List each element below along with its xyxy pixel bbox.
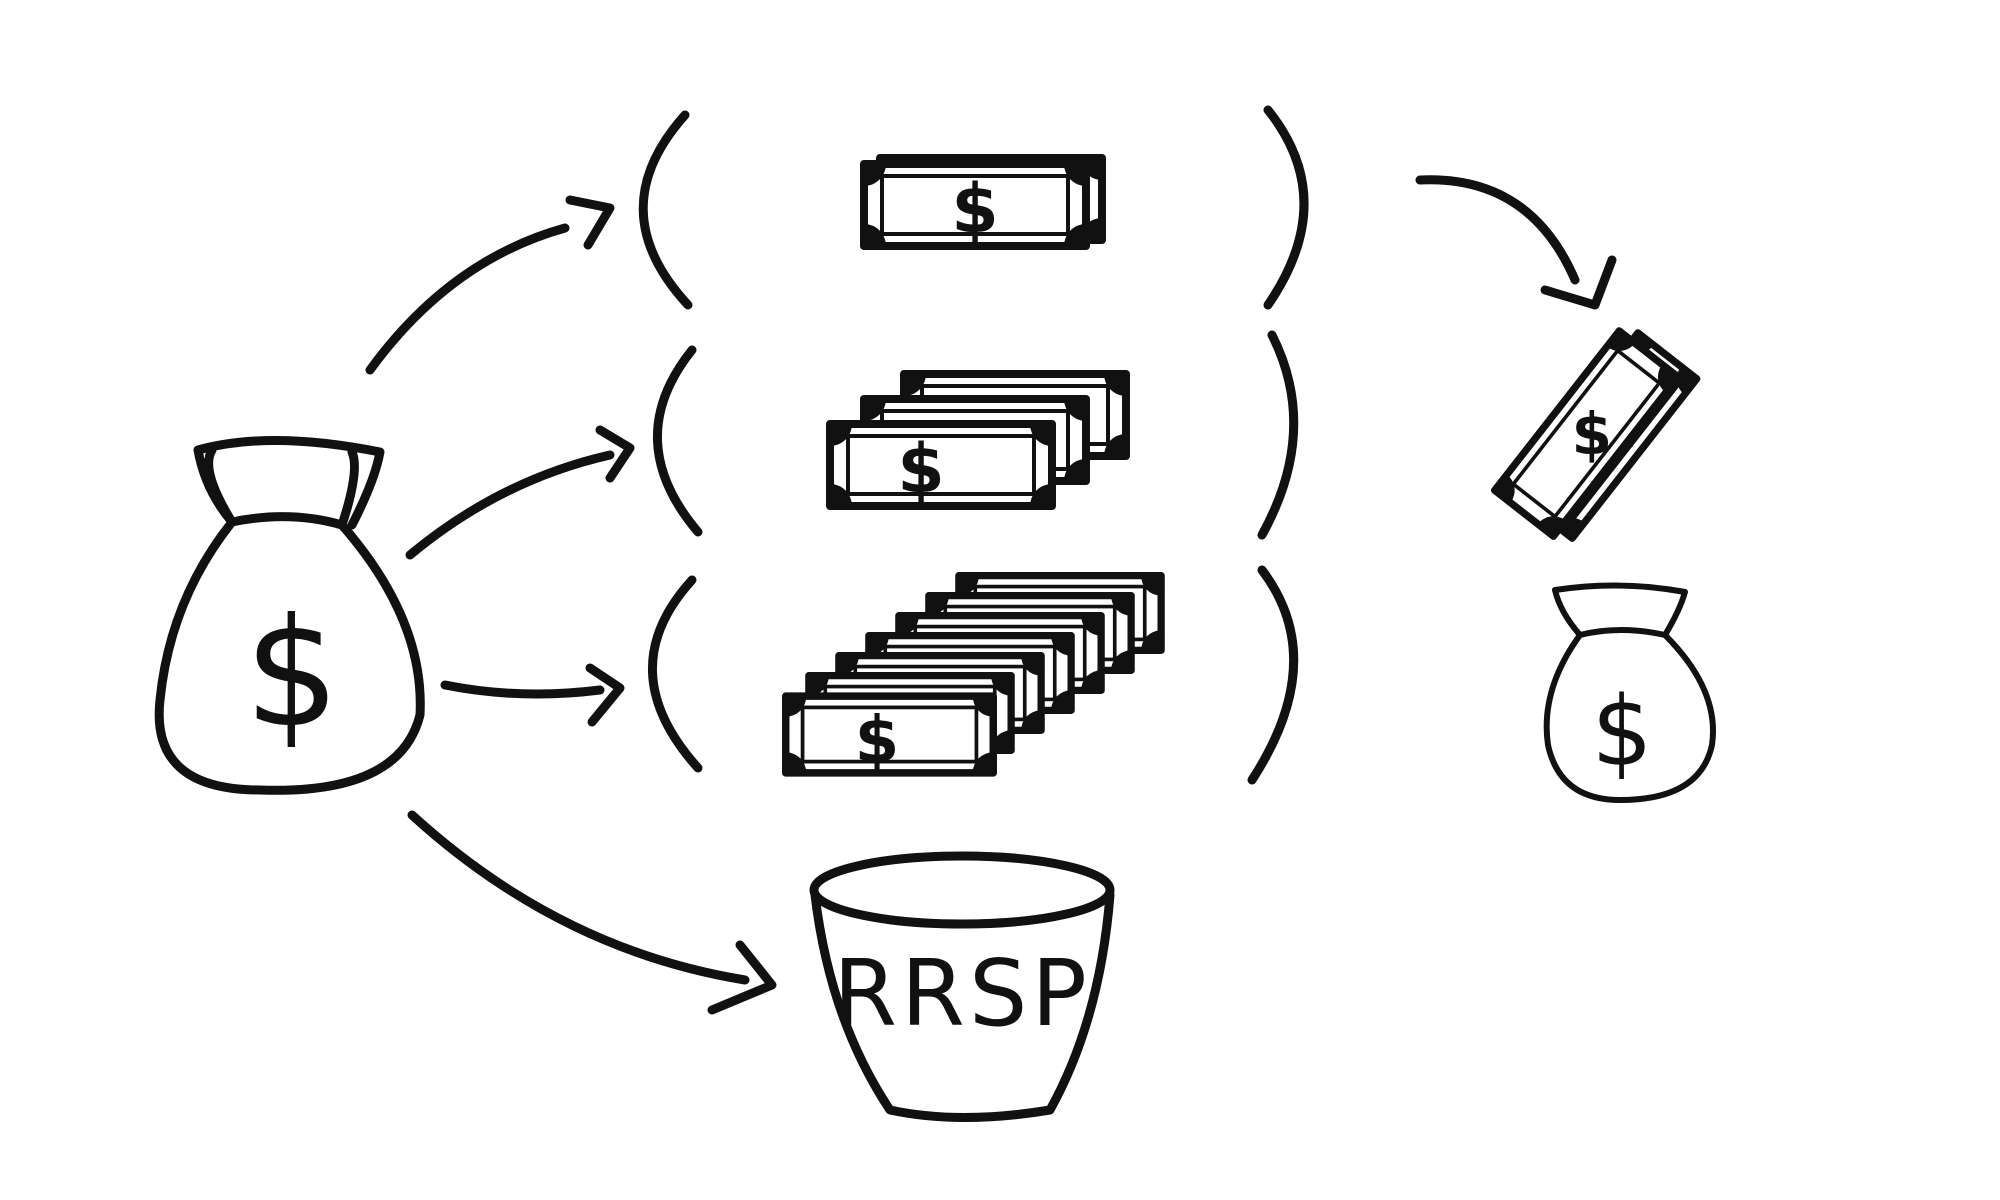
group-1-left-bracket: [638, 110, 693, 310]
arrow-to-destination: [1415, 175, 1617, 310]
arrow-to-bucket: [407, 810, 777, 1015]
bucket-label: RRSP: [833, 940, 1091, 1047]
destination-money-bag-icon: $: [1543, 582, 1716, 803]
source-currency-symbol: $: [244, 587, 339, 761]
bill-currency-symbol: $: [855, 704, 900, 778]
group-2: $: [652, 330, 1299, 540]
arrow-to-group-1: [365, 195, 615, 375]
group-3-right-bracket: [1247, 565, 1299, 785]
group-3-left-bracket: [648, 575, 703, 773]
bill-currency-symbol: $: [951, 170, 998, 249]
arrow-to-group-2: [405, 425, 635, 560]
group-1: $: [638, 105, 1309, 310]
falling-bill-currency-symbol: $: [1572, 400, 1612, 468]
group-2-right-bracket: [1257, 330, 1299, 540]
bucket-icon: RRSP: [809, 851, 1115, 1122]
group-1-right-bracket: [1263, 105, 1309, 310]
arrow-to-group-3: [440, 663, 625, 727]
group-2-left-bracket: [652, 345, 703, 537]
destination-currency-symbol: $: [1591, 676, 1652, 788]
group-3: $: [648, 565, 1299, 785]
dollar-bill-icon: $: [830, 424, 1052, 509]
dollar-bill-icon: $: [786, 696, 994, 778]
bill-currency-symbol: $: [897, 430, 944, 509]
source-money-bag-icon: $: [154, 436, 425, 795]
falling-dollar-bill-icon: $: [1495, 323, 1697, 546]
dollar-bill-icon: $: [864, 158, 1102, 249]
